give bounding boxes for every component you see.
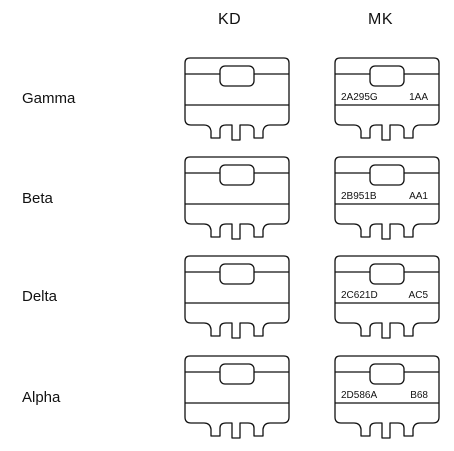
mk-key-beta: 2B951B AA1 (332, 153, 442, 245)
row-label-gamma: Gamma (22, 90, 76, 107)
key-icon (184, 57, 290, 141)
mk-key-delta: 2C621D AC5 (332, 252, 442, 344)
kd-key-delta (182, 252, 292, 344)
mk-key-gamma: 2A295G 1AA (332, 54, 442, 146)
kd-column-header: KD (218, 11, 242, 28)
key-icon (184, 255, 290, 339)
kd-key-beta (182, 153, 292, 245)
row-label-beta: Beta (22, 190, 53, 207)
kd-key-alpha (182, 352, 292, 444)
mk-key-subcode: AC5 (408, 290, 428, 301)
key-icon (184, 355, 290, 439)
mk-key-subcode: AA1 (409, 191, 428, 202)
mk-key-subcode: 1AA (409, 92, 428, 103)
mk-key-alpha: 2D586A B68 (332, 352, 442, 444)
mk-column-header: MK (368, 11, 393, 28)
mk-key-subcode: B68 (410, 390, 428, 401)
mk-key-code: 2D586A (341, 390, 378, 401)
mk-key-code: 2A295G (341, 92, 378, 103)
key-icon (184, 156, 290, 240)
mk-key-code: 2B951B (341, 191, 377, 202)
mk-key-code: 2C621D (341, 290, 378, 301)
row-label-delta: Delta (22, 288, 58, 305)
kd-key-gamma (182, 54, 292, 146)
row-label-alpha: Alpha (22, 389, 61, 406)
